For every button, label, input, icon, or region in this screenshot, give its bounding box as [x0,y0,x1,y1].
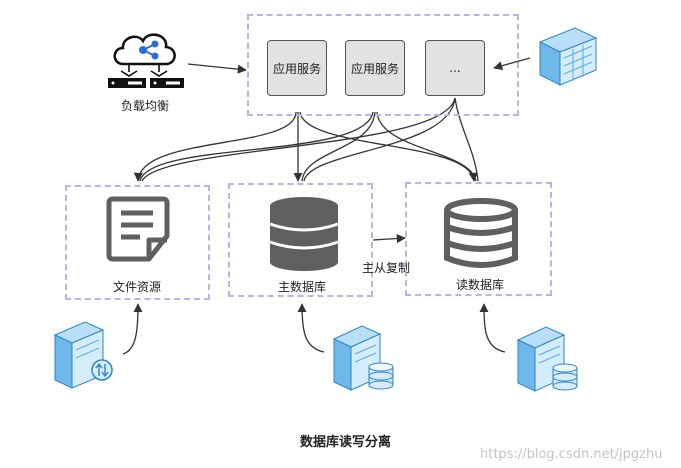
master-db-server-icon [332,325,394,391]
services-group [247,14,519,116]
watermark: https://blog.csdn.net/jpgzhu [480,447,663,462]
file-store-label: 文件资源 [113,280,162,294]
arrow-svc3-to-read [454,97,479,182]
document-icon [106,196,170,262]
arrow-lb-to-services [187,63,247,74]
read-db-group [405,182,552,296]
arrow-svc2-to-master [301,111,376,182]
share-icon [139,40,159,60]
arrow-server-to-read [479,303,506,353]
master-db-label: 主数据库 [278,280,327,294]
read-database-icon [444,198,518,268]
arrow-svc1-to-read [299,111,478,182]
read-db-label: 读数据库 [456,278,505,292]
arrow-svc2-to-read [376,111,477,182]
file-server-icon [53,321,113,389]
replication-label: 主从复制 [362,261,411,275]
service-box-3: ... [425,40,485,96]
service-box-2: 应用服务 [345,40,405,96]
load-balancer-icon [108,33,184,88]
diagram-caption: 数据库读写分离 [300,435,392,450]
connectors [122,57,531,355]
arrow-master-to-read [372,233,406,244]
arrow-server-to-master [297,303,325,353]
read-db-server-icon [516,326,578,392]
arrow-svc2-to-file [139,111,374,182]
file-store-group [65,185,210,300]
load-balancer-label: 负载均衡 [121,99,170,113]
arrow-server-to-file [122,303,143,355]
database-small-icon [552,363,578,391]
database-small-icon [368,362,394,390]
arrow-server-to-services [493,57,531,71]
server-stack-icon [538,27,598,86]
master-database-icon [269,197,339,271]
arrow-svc1-to-file [133,111,297,182]
master-db-group [228,183,373,297]
service-box-1: 应用服务 [267,40,327,96]
sync-icon [91,359,113,381]
